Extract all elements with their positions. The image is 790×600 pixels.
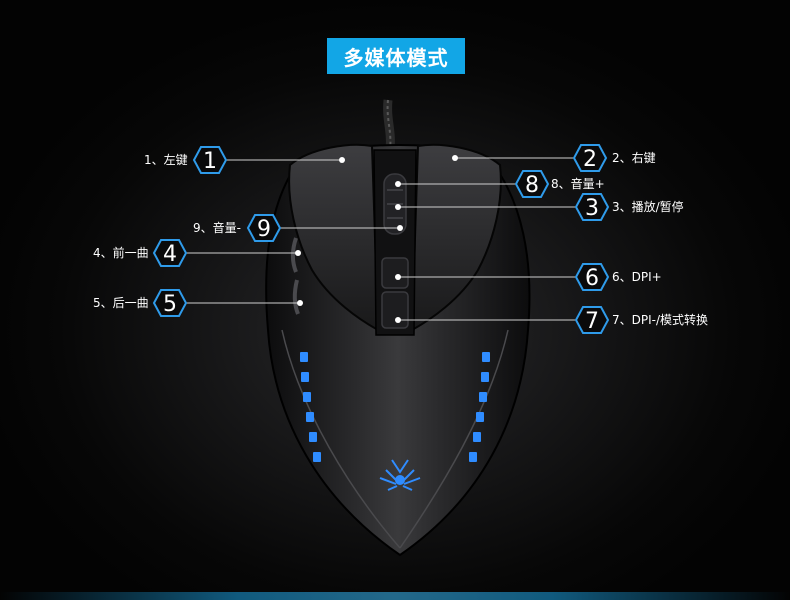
callout-badge-3: 3 bbox=[574, 193, 610, 221]
callout-badge-6: 6 bbox=[574, 263, 610, 291]
callout-number-7: 7 bbox=[585, 309, 599, 334]
dpi-plus-button bbox=[381, 257, 409, 289]
callout-number-4: 4 bbox=[163, 242, 177, 267]
side-button-back bbox=[292, 279, 300, 315]
label-volume-up: 8、音量+ bbox=[551, 177, 605, 191]
callout-number-1: 1 bbox=[203, 149, 217, 174]
label-play-pause: 3、播放/暂停 bbox=[612, 200, 684, 214]
callout-badge-7: 7 bbox=[574, 306, 610, 334]
right-led-strip bbox=[469, 352, 490, 462]
side-button-forward bbox=[291, 237, 298, 273]
mouse-cable bbox=[383, 99, 395, 151]
callout-badge-4: 4 bbox=[152, 239, 188, 267]
page-title: 多媒体模式 bbox=[327, 38, 465, 74]
callout-number-8: 8 bbox=[525, 173, 539, 198]
spider-logo-icon bbox=[379, 459, 421, 491]
callout-badge-5: 5 bbox=[152, 289, 188, 317]
leader-lines bbox=[186, 157, 578, 321]
dpi-minus-button bbox=[381, 291, 409, 329]
label-volume-down: 9、音量- bbox=[193, 221, 241, 235]
callout-number-9: 9 bbox=[257, 217, 271, 242]
label-left-click: 1、左键 bbox=[144, 153, 188, 167]
callout-badges: 1 2 8 3 9 4 6 bbox=[152, 144, 610, 334]
leader-dots bbox=[295, 155, 458, 323]
callout-badge-2: 2 bbox=[572, 144, 608, 172]
callout-badge-9: 9 bbox=[246, 214, 282, 242]
callout-badge-8: 8 bbox=[514, 170, 550, 198]
left-led-strip bbox=[300, 352, 321, 462]
label-previous-track: 4、前一曲 bbox=[93, 246, 149, 260]
callout-badge-1: 1 bbox=[192, 146, 228, 174]
callout-number-2: 2 bbox=[583, 147, 597, 172]
label-dpi-plus: 6、DPI+ bbox=[612, 270, 662, 284]
right-button bbox=[410, 143, 502, 332]
left-button bbox=[288, 143, 380, 332]
callout-number-3: 3 bbox=[585, 196, 599, 221]
label-right-click: 2、右键 bbox=[612, 151, 656, 165]
bottom-glow bbox=[0, 592, 790, 600]
callout-number-5: 5 bbox=[163, 292, 177, 317]
callout-number-6: 6 bbox=[585, 266, 599, 291]
label-next-track: 5、后一曲 bbox=[93, 296, 149, 310]
label-dpi-minus-mode: 7、DPI-/模式转换 bbox=[612, 313, 709, 327]
